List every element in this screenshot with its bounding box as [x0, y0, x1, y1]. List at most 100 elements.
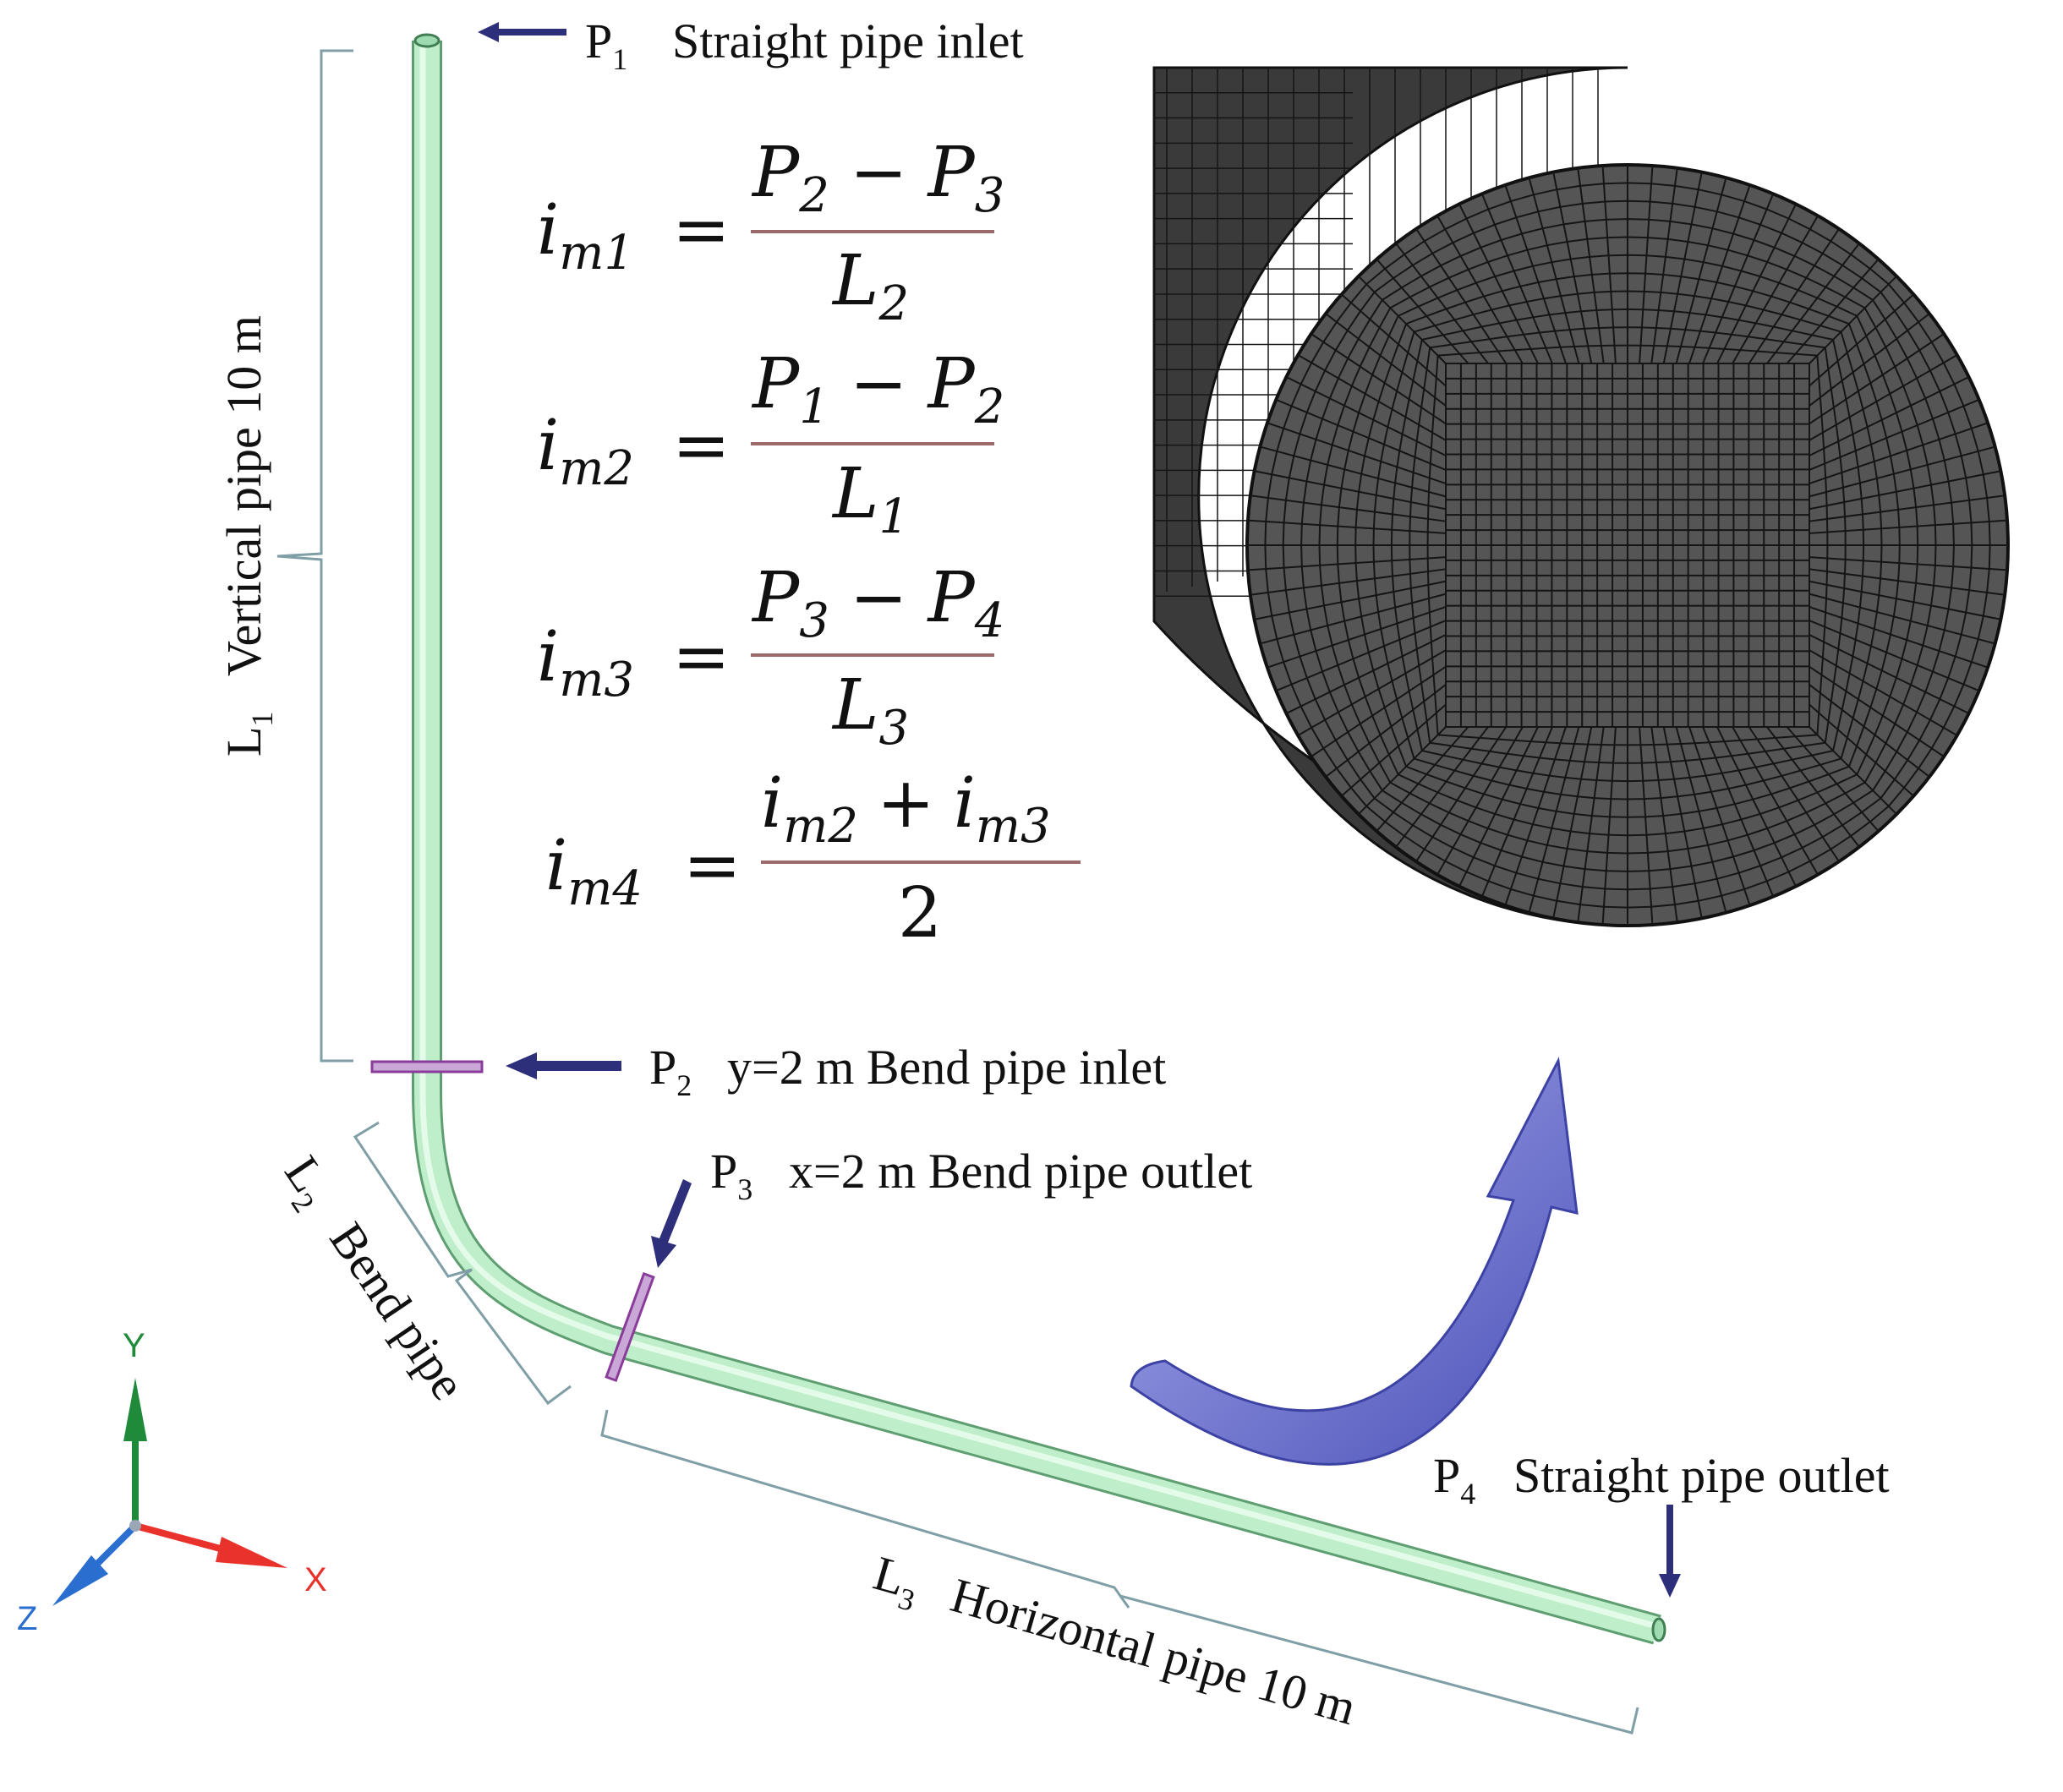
mesh-ring-line: [1300, 218, 1955, 872]
f3-num-b-sub: 4: [974, 593, 1005, 648]
axis-x-arrowhead: [216, 1537, 287, 1568]
f4-lhs-base: i: [545, 826, 567, 906]
svg-text:im3: im3: [537, 617, 634, 708]
f1-equals: =: [672, 190, 731, 270]
mesh-radial-line: [1480, 726, 1553, 898]
label-l3-text: Horizontal pipe 10 m: [945, 1567, 1362, 1735]
mesh-radial-line: [1766, 726, 1860, 848]
mesh-ring-line: [1336, 254, 1919, 837]
pipe-inlet-end: [413, 33, 441, 48]
mesh-radial-line: [1297, 649, 1447, 736]
mesh-radial-line: [1809, 494, 2006, 522]
label-p2: P2 y=2 m Bend pipe inlet: [649, 1040, 1166, 1102]
mesh-radial-line: [1275, 398, 1447, 471]
svg-text:L1: L1: [216, 712, 279, 757]
f3-lhs-base: i: [537, 617, 559, 697]
f2-num-a-sub: 1: [799, 380, 829, 434]
bracket-l2: [353, 1121, 572, 1406]
f1-den-sub: 2: [878, 276, 909, 331]
mesh-ring-line: [1282, 199, 1973, 891]
f4-fraction-line: [761, 860, 1081, 864]
mesh-radial-line: [1809, 470, 2001, 511]
f1-num-b-sub: 3: [975, 168, 1005, 223]
mesh-radial-line: [1395, 243, 1489, 364]
mesh-radial-line: [1650, 726, 1678, 923]
mesh-radial-line: [1267, 422, 1447, 484]
mesh-radial-line: [1528, 178, 1580, 364]
mesh-radial-line: [1297, 354, 1447, 441]
mesh-radial-line: [1325, 684, 1447, 778]
mesh-radial-line: [1311, 333, 1447, 425]
section-marker-p3: [605, 1271, 655, 1383]
mesh-radial-line: [1688, 726, 1751, 906]
svg-text:P1: P1: [585, 14, 627, 76]
f1-num-a: P: [751, 133, 801, 213]
label-p1-symbol: P: [585, 14, 612, 68]
svg-text:im1: im1: [537, 190, 634, 281]
svg-text:P4: P4: [1433, 1448, 1475, 1511]
label-p4-subscript: 4: [1460, 1477, 1475, 1511]
f4-num-a: i: [761, 763, 783, 844]
mesh-radial-line: [1809, 726, 1897, 815]
mesh-radial-line: [1601, 726, 1617, 926]
f3-num-b: P: [927, 558, 977, 638]
label-p4: P4 Straight pipe outlet: [1433, 1448, 1890, 1511]
formula-im3: im3 = P3−P4 L3: [537, 558, 1004, 756]
label-p3-text: x=2 m Bend pipe outlet: [789, 1144, 1252, 1199]
mesh-radial-line: [1662, 726, 1703, 919]
mesh-ring-line: [1264, 182, 1991, 909]
svg-text:im4: im4: [545, 826, 643, 916]
mesh-radial-line: [1809, 445, 1995, 498]
mesh-radial-line: [1675, 178, 1727, 364]
mesh-radial-line: [1341, 293, 1447, 387]
mesh-radial-line: [1436, 215, 1524, 364]
mesh-radial-line: [1688, 184, 1751, 364]
mesh-ring-line: [1409, 326, 1847, 764]
arrow-p3: [651, 1179, 692, 1268]
mesh-radial-line: [1260, 445, 1447, 498]
pipe-outlet-end: [1651, 1617, 1666, 1642]
svg-text:L1: L1: [831, 454, 909, 544]
label-p1-subscript: 1: [612, 42, 627, 76]
mesh-radial-line: [1748, 726, 1840, 862]
label-p1-text: Straight pipe inlet: [672, 14, 1024, 68]
mesh-radial-line: [1809, 293, 1914, 387]
f1-lhs-sub: m1: [559, 226, 634, 281]
mesh-radial-line: [1250, 494, 1447, 522]
svg-text:L2: L2: [268, 1146, 345, 1219]
mesh-radial-line: [1809, 580, 2001, 620]
f4-num-b-sub: m3: [976, 799, 1051, 854]
mesh-radial-line: [1786, 726, 1880, 832]
f1-den: L: [831, 241, 878, 321]
mesh-radial-line: [1480, 193, 1553, 364]
mesh-radial-line: [1395, 726, 1489, 848]
axis-origin: [129, 1520, 141, 1532]
mesh-radial-line: [1702, 193, 1775, 364]
mesh-radial-line: [1577, 167, 1605, 364]
label-p3: P3 x=2 m Bend pipe outlet: [710, 1144, 1252, 1206]
f1-fraction-line: [751, 230, 994, 233]
mesh-radial-line: [1639, 165, 1654, 364]
label-p2-text: y=2 m Bend pipe inlet: [727, 1040, 1166, 1095]
mesh-radial-line: [1325, 313, 1447, 407]
mesh-radial-line: [1716, 726, 1797, 888]
mesh-radial-line: [1552, 726, 1593, 919]
label-l1-text: Vertical pipe 10 m: [216, 315, 271, 676]
mesh-radial-line: [1809, 422, 1989, 484]
mesh-radial-line: [1809, 398, 1980, 471]
bracket-l3: [600, 1409, 1639, 1735]
f3-num-a: P: [751, 558, 801, 638]
f3-den: L: [831, 665, 878, 746]
f2-num-b-sub: 2: [974, 380, 1005, 434]
mesh-radial-line: [1415, 726, 1508, 862]
mesh-radial-line: [1285, 634, 1447, 714]
mesh-radial-line: [1732, 726, 1819, 876]
arrow-p2: [506, 1052, 621, 1079]
mesh-radial-line: [1650, 167, 1678, 364]
f2-equals: =: [672, 406, 731, 486]
svg-text:im2: im2: [537, 406, 634, 496]
svg-text:P3: P3: [710, 1144, 752, 1206]
f3-den-sub: 3: [878, 701, 909, 756]
mesh-radial-line: [1809, 620, 1980, 692]
